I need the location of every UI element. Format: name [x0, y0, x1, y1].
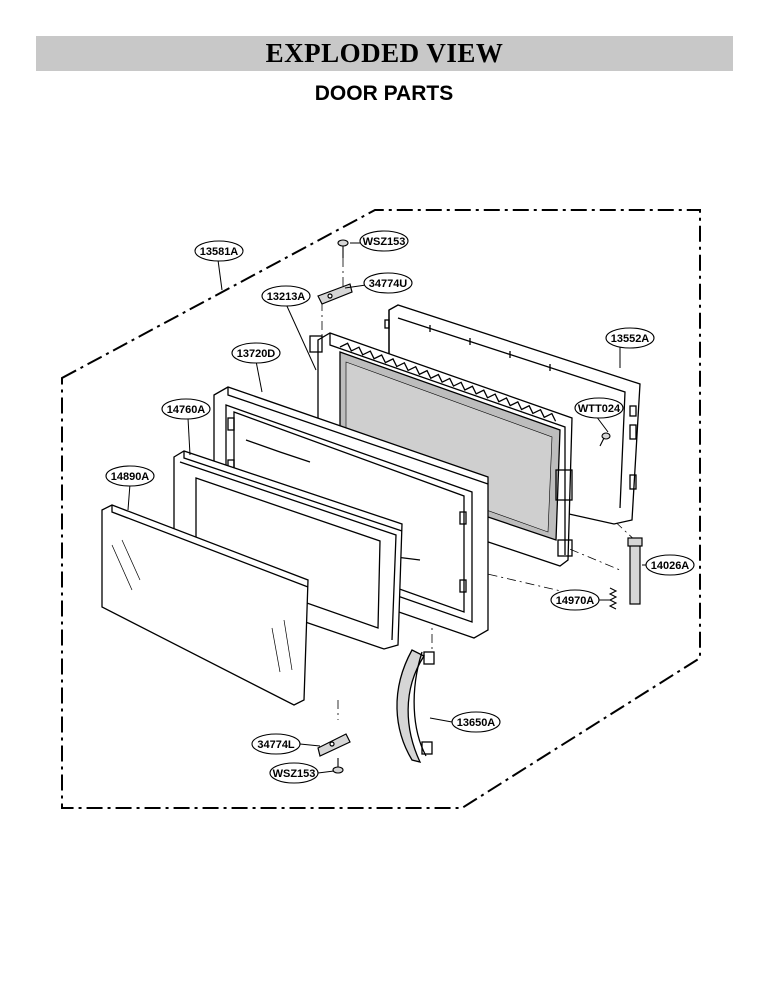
part-door-panel [305, 332, 573, 567]
part-hinge-upper [317, 283, 353, 305]
callout-34774l: 34774L [251, 733, 301, 755]
label-13650a: 13650A [457, 717, 496, 729]
leader-lines [127, 242, 646, 774]
label-wsz153-lower: WSZ153 [273, 768, 316, 780]
label-34774l: 34774L [257, 739, 295, 751]
callout-14970a: 14970A [550, 589, 600, 611]
label-34774u: 34774U [369, 278, 408, 290]
callout-14760a: 14760A [161, 398, 211, 420]
label-14890a: 14890A [111, 471, 150, 483]
callout-13720d: 13720D [231, 342, 281, 364]
part-screw-upper [337, 239, 349, 258]
callout-14890a: 14890A [105, 465, 155, 487]
callout-13552a: 13552A [605, 327, 655, 349]
part-screw-lower [332, 758, 344, 774]
part-glass-holder [173, 450, 403, 650]
page-title: EXPLODED VIEW [265, 38, 504, 68]
part-door-handle [396, 649, 435, 763]
callout-wsz153-upper: WSZ153 [359, 230, 409, 252]
label-13552a: 13552A [611, 333, 650, 345]
label-14026a: 14026A [651, 560, 690, 572]
callout-13213a: 13213A [261, 285, 311, 307]
part-latch-lever [627, 537, 643, 605]
label-wtt024: WTT024 [578, 403, 621, 415]
callout-14026a: 14026A [645, 554, 695, 576]
assembly-boundary [61, 209, 701, 809]
part-hinge-lower [317, 733, 351, 757]
part-door-glass [101, 504, 309, 706]
callout-34774u: 34774U [363, 272, 413, 294]
callout-13650a: 13650A [451, 711, 501, 733]
label-14970a: 14970A [556, 595, 595, 607]
label-13213a: 13213A [267, 291, 306, 303]
part-spring [608, 587, 618, 610]
label-wsz153-upper: WSZ153 [363, 236, 406, 248]
title-bar: EXPLODED VIEW [36, 36, 733, 71]
label-13720d: 13720D [237, 348, 276, 360]
callout-13581a: 13581A [194, 240, 244, 262]
page-subtitle: DOOR PARTS [314, 82, 454, 105]
label-13581a: 13581A [200, 246, 239, 258]
callout-wsz153-lower: WSZ153 [269, 762, 319, 784]
part-screw-wtt [599, 432, 611, 447]
callout-wtt024: WTT024 [574, 397, 624, 419]
label-14760a: 14760A [167, 404, 206, 416]
